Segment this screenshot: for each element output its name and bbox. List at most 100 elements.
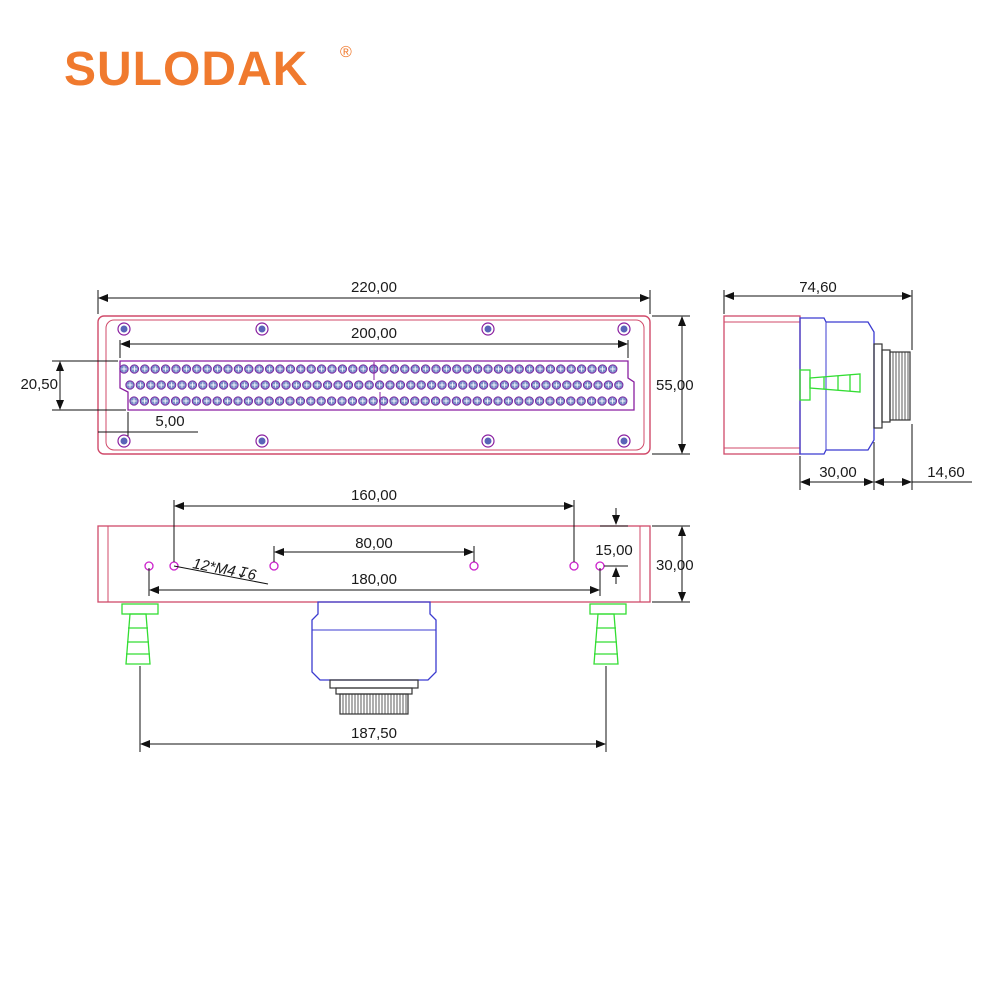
led bbox=[441, 396, 451, 406]
led bbox=[239, 380, 250, 390]
led bbox=[244, 364, 254, 374]
dim-overall-depth: 74,60 bbox=[799, 279, 837, 296]
led bbox=[347, 396, 358, 406]
led bbox=[451, 396, 462, 406]
screw-head bbox=[620, 325, 628, 333]
led bbox=[545, 364, 556, 374]
bottom-thread-lines bbox=[342, 694, 407, 714]
dim-hole-span-total: 180,00 bbox=[351, 571, 397, 588]
led bbox=[333, 380, 343, 390]
led bbox=[379, 364, 389, 374]
led bbox=[597, 396, 607, 406]
led bbox=[541, 380, 551, 390]
led bbox=[129, 396, 139, 406]
led bbox=[472, 396, 482, 406]
dim-bottom-height: 30,00 bbox=[656, 557, 694, 574]
led bbox=[302, 380, 312, 390]
led bbox=[576, 364, 587, 374]
led bbox=[254, 396, 264, 406]
led bbox=[135, 380, 146, 390]
led bbox=[233, 396, 243, 406]
led bbox=[326, 396, 337, 406]
side-thread-lines bbox=[892, 352, 909, 420]
led bbox=[364, 380, 374, 390]
led bbox=[582, 380, 593, 390]
side-view bbox=[723, 315, 911, 455]
led bbox=[566, 364, 576, 374]
led bbox=[212, 396, 222, 406]
led bbox=[452, 364, 462, 374]
led bbox=[139, 396, 150, 406]
led bbox=[358, 396, 368, 406]
led bbox=[150, 364, 160, 374]
led bbox=[493, 396, 503, 406]
led bbox=[306, 364, 316, 374]
led bbox=[587, 364, 597, 374]
side-view-dimension-labels: 74,60 30,00 14,60 bbox=[799, 279, 965, 481]
led bbox=[202, 396, 212, 406]
led bbox=[441, 364, 452, 374]
led bbox=[430, 396, 441, 406]
side-view-dimensions bbox=[723, 290, 972, 490]
led bbox=[530, 380, 541, 390]
top-housing-inner bbox=[105, 319, 645, 451]
dim-led-height: 20,50 bbox=[20, 376, 58, 393]
led bbox=[478, 380, 489, 390]
led bbox=[378, 396, 389, 406]
led bbox=[416, 380, 426, 390]
led bbox=[327, 364, 337, 374]
dim-offset: 5,00 bbox=[155, 413, 184, 430]
mount-hole bbox=[469, 561, 479, 571]
led bbox=[555, 396, 566, 406]
led bbox=[389, 364, 400, 374]
led bbox=[202, 364, 212, 374]
led bbox=[534, 396, 545, 406]
led bbox=[493, 364, 504, 374]
led bbox=[426, 380, 437, 390]
led bbox=[125, 380, 135, 390]
led bbox=[275, 364, 285, 374]
led bbox=[556, 364, 566, 374]
led bbox=[187, 380, 198, 390]
led bbox=[614, 380, 624, 390]
dim-overall-height: 55,00 bbox=[656, 377, 694, 394]
led bbox=[208, 380, 218, 390]
led bbox=[545, 396, 555, 406]
top-view-dimensions bbox=[52, 290, 690, 455]
screw-head bbox=[120, 437, 128, 445]
led bbox=[222, 396, 233, 406]
led bbox=[218, 380, 229, 390]
led bbox=[322, 380, 333, 390]
led bbox=[291, 380, 302, 390]
led bbox=[264, 396, 274, 406]
screw-head bbox=[484, 437, 492, 445]
led bbox=[566, 396, 576, 406]
led bbox=[389, 396, 399, 406]
led bbox=[316, 396, 326, 406]
led bbox=[166, 380, 177, 390]
dim-body-depth: 30,00 bbox=[819, 464, 857, 481]
bottom-collar bbox=[335, 687, 413, 695]
screw-head bbox=[484, 325, 492, 333]
dim-nozzle-span: 187,50 bbox=[351, 725, 397, 742]
led bbox=[503, 396, 514, 406]
led bbox=[285, 396, 295, 406]
led bbox=[296, 364, 306, 374]
led bbox=[499, 380, 510, 390]
led bbox=[140, 364, 150, 374]
led bbox=[181, 364, 192, 374]
led bbox=[597, 364, 608, 374]
led bbox=[358, 364, 368, 374]
led bbox=[437, 380, 447, 390]
led bbox=[119, 364, 129, 374]
led bbox=[524, 364, 535, 374]
led bbox=[399, 396, 410, 406]
mount-hole bbox=[569, 561, 579, 571]
led bbox=[198, 380, 208, 390]
registered-mark: ® bbox=[340, 44, 352, 61]
side-nozzle bbox=[799, 369, 861, 401]
dim-hole-offset: 15,00 bbox=[595, 542, 633, 559]
led bbox=[260, 380, 270, 390]
bottom-view-dimension-labels: 160,00 80,00 12*M4↧6 180,00 15,00 30,00 … bbox=[191, 487, 693, 742]
